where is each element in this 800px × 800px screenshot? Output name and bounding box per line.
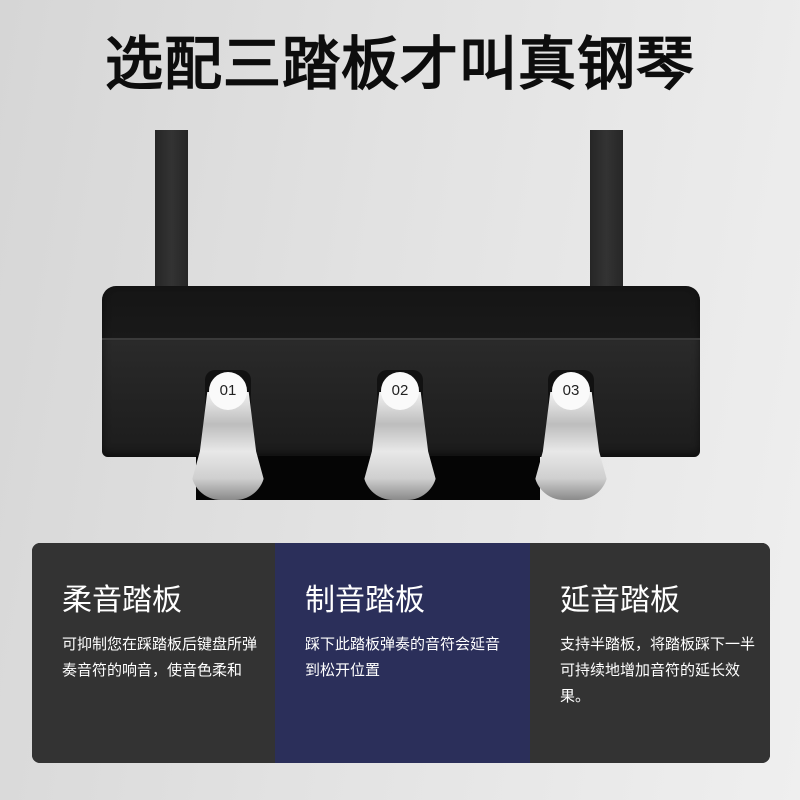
- card-heading: 制音踏板: [305, 583, 425, 618]
- card-sostenuto-pedal: 制音踏板 踩下此踏板弹奏的音符会延音到松开位置: [275, 543, 530, 763]
- card-heading: 延音踏板: [560, 583, 680, 618]
- card-description: 可抑制您在踩踏板后键盘所弹奏音符的响音，使音色柔和: [62, 635, 258, 679]
- page-title: 选配三踏板才叫真钢琴: [104, 30, 695, 98]
- pedal-box-ledge: [102, 338, 700, 340]
- pedal-number-badge: 01: [209, 372, 247, 410]
- pedal-2: 02: [355, 370, 445, 502]
- pedal-feature-cards: 柔音踏板 可抑制您在踩踏板后键盘所弹奏音符的响音，使音色柔和 制音踏板 踩下此踏…: [32, 543, 770, 763]
- card-description: 踩下此踏板弹奏的音符会延音到松开位置: [305, 635, 501, 679]
- card-soft-pedal: 柔音踏板 可抑制您在踩踏板后键盘所弹奏音符的响音，使音色柔和: [32, 543, 275, 763]
- card-description: 支持半踏板，将踏板踩下一半可持续地增加音符的延长效果。: [560, 635, 756, 705]
- card-heading: 柔音踏板: [62, 583, 182, 618]
- card-sustain-pedal: 延音踏板 支持半踏板，将踏板踩下一半可持续地增加音符的延长效果。: [530, 543, 770, 763]
- pedal-number-badge: 03: [552, 372, 590, 410]
- pedal-3: 03: [526, 370, 616, 502]
- pedal-number-badge: 02: [381, 372, 419, 410]
- pedal-1: 01: [183, 370, 273, 502]
